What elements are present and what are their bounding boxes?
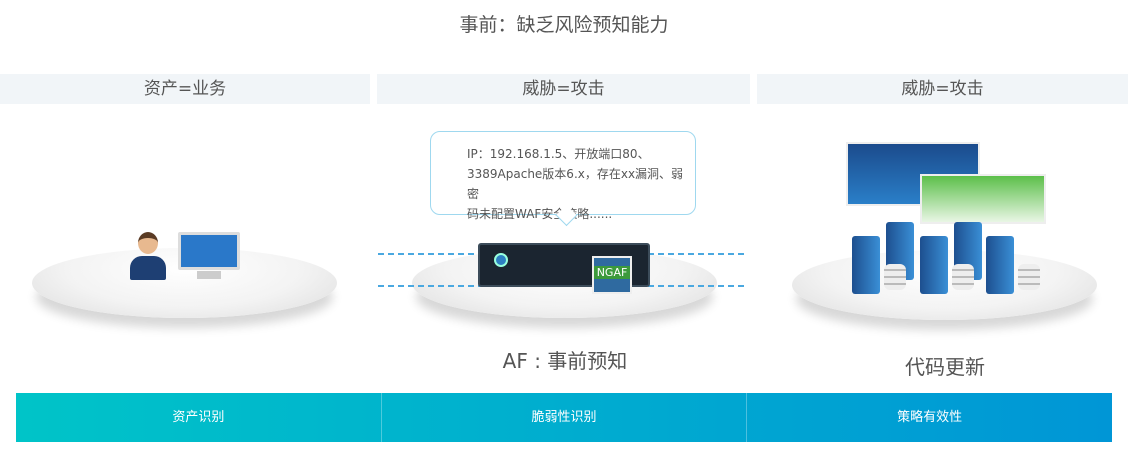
bubble-line: 码未配置WAF安全策略...... (467, 207, 613, 221)
monitor-icon (178, 232, 240, 280)
capability-policy-effectiveness: 策略有效性 (746, 393, 1112, 442)
server-icon (986, 236, 1014, 294)
bubble-line: IP：192.168.1.5、开放端口80、 (467, 147, 650, 161)
database-icon (1018, 264, 1040, 290)
header-assets: 资产=业务 (0, 74, 370, 104)
ngaf-badge: NGAF (594, 266, 630, 279)
database-icon (952, 264, 974, 290)
capability-asset-identification: 资产识别 (172, 410, 225, 425)
server-icon (852, 236, 880, 294)
vulnerability-info-bubble: IP：192.168.1.5、开放端口80、 3389Apache版本6.x，存… (430, 131, 696, 221)
user-icon (130, 232, 166, 280)
label-code-update: 代码更新 (905, 355, 985, 379)
header-threat-right: 威胁=攻击 (757, 74, 1128, 104)
label-af-prediction: AF : 事前预知 (502, 349, 628, 373)
firewall-icon: NGAF (592, 256, 632, 294)
bubble-line: 3389Apache版本6.x，存在xx漏洞、弱密 (467, 167, 684, 201)
capability-bar: 资产识别 脆弱性识别 策略有效性 (16, 393, 1112, 442)
database-icon (884, 264, 906, 290)
page-title: 事前：缺乏风险预知能力 (459, 14, 669, 36)
capability-vulnerability-identification: 脆弱性识别 (380, 393, 747, 442)
server-icon (920, 236, 948, 294)
header-threat-middle: 威胁=攻击 (377, 74, 750, 104)
website-screenshot-icon (920, 174, 1046, 224)
